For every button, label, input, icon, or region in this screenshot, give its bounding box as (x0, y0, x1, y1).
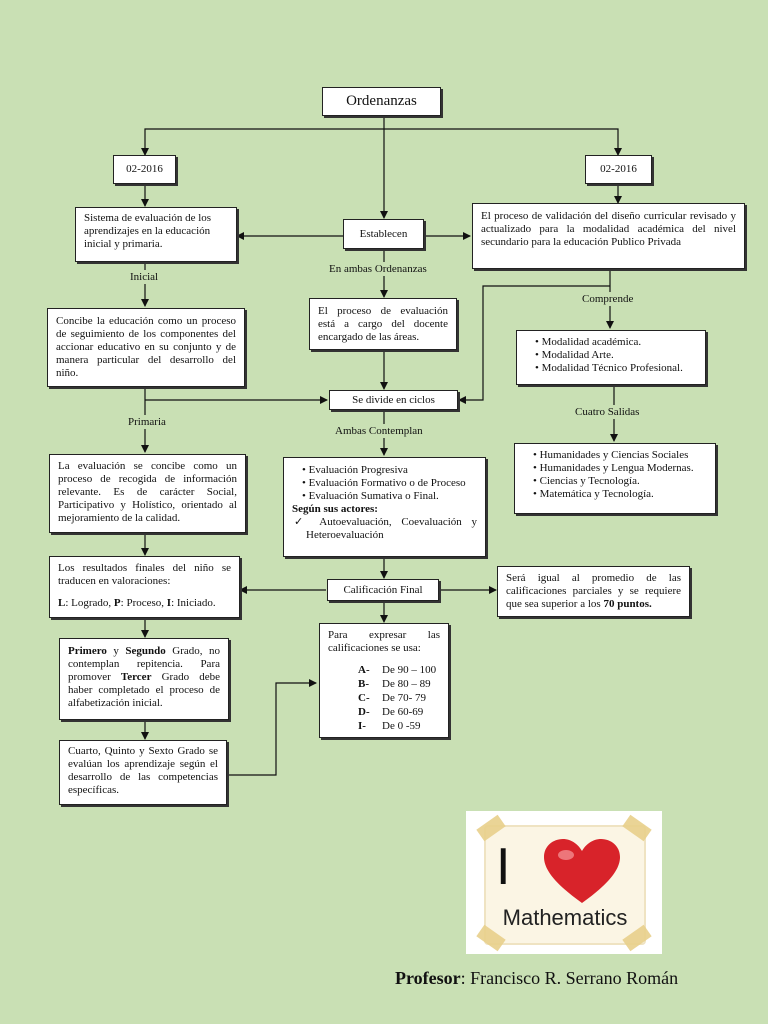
left-system-box: Sistema de evaluación de los aprendizaje… (75, 207, 237, 262)
primero-text-2: Grado, no contemplan repitencia. Para pr… (68, 645, 220, 683)
evaluacion-item: Evaluación Progresiva (302, 464, 477, 477)
expresar-text: Para expresar las calificaciones se usa: (328, 629, 440, 654)
inicial-box: Concibe la educación como un proceso de … (47, 308, 245, 387)
label-primaria: Primaria (126, 416, 168, 428)
right-process-box: El proceso de validación del diseño curr… (472, 203, 745, 269)
grade-range: De 70- 79 (382, 692, 426, 704)
salidas-box: Humanidades y Ciencias Sociales Humanida… (514, 443, 716, 514)
modalidad-item: Modalidad académica. (535, 336, 697, 349)
resultados-box: Los resultados finales del niño se tradu… (49, 556, 240, 618)
i-love-mathematics-logo: I Mathematics (466, 811, 662, 954)
evaluaciones-list: Evaluación Progresiva Evaluación Formati… (292, 464, 477, 503)
ciclos-box: Se divide en ciclos (329, 390, 458, 410)
scale-l: L (58, 597, 66, 609)
grade-letter: D- (358, 706, 370, 718)
logo-word: Mathematics (502, 905, 628, 930)
heart-icon (544, 839, 620, 903)
grade-letter: A- (358, 664, 370, 676)
grades-list: A- De 90 – 100 B- De 80 – 89 C- De 70- 79 D… (358, 663, 440, 733)
ordenanzas-title: Ordenanzas (346, 93, 417, 109)
promedio-bold: 70 puntos. (603, 598, 652, 610)
grade-letter: C- (358, 692, 370, 704)
right-code-box: 02-2016 (585, 155, 652, 184)
modalidad-item: Modalidad Arte. (535, 349, 697, 362)
calificacion-box: Calificación Final (327, 579, 439, 601)
grade-range: De 60-69 (382, 706, 424, 718)
professor-credit: Profesor: Francisco R. Serrano Román (395, 968, 678, 989)
resultados-scale: L: Logrado, P: Proceso, I: Iniciado. (58, 597, 231, 610)
cuarto-text: Cuarto, Quinto y Sexto Grado se evalúan … (68, 745, 218, 796)
expresar-box: Para expresar las calificaciones se usa:… (319, 623, 449, 738)
salidas-list: Humanidades y Ciencias Sociales Humanida… (523, 449, 707, 501)
primero-box: Primero y Segundo Grado, no contemplan r… (59, 638, 229, 720)
right-process-text: El proceso de validación del diseño curr… (481, 210, 736, 248)
salida-item: Humanidades y Ciencias Sociales (533, 449, 707, 462)
establecen-box: Establecen (343, 219, 424, 249)
evaluacion-item: Evaluación Formativo o de Proceso (302, 477, 477, 490)
salida-item: Humanidades y Lengua Modernas. (533, 462, 707, 475)
scale-p-text: : Proceso, (120, 597, 167, 609)
label-cuatro-salidas: Cuatro Salidas (573, 406, 642, 418)
modalidades-list: Modalidad académica. Modalidad Arte. Mod… (525, 336, 697, 375)
grade-letter: B- (358, 678, 369, 690)
scale-l-text: : Logrado, (65, 597, 114, 609)
evaluaciones-box: Evaluación Progresiva Evaluación Formati… (283, 457, 486, 557)
salida-item: Ciencias y Tecnología. (533, 475, 707, 488)
professor-label: Profesor (395, 968, 461, 988)
left-code-box: 02-2016 (113, 155, 176, 184)
grade-row: B- De 80 – 89 (358, 677, 440, 691)
promedio-box: Será igual al promedio de las calificaci… (497, 566, 690, 617)
scale-i: I (166, 597, 172, 609)
modalidad-item: Modalidad Técnico Profesional. (535, 362, 697, 375)
left-system-text: Sistema de evaluación de los aprendizaje… (84, 212, 212, 250)
scale-p: P (113, 597, 121, 609)
ciclos-text: Se divide en ciclos (352, 394, 435, 406)
modalidades-box: Modalidad académica. Modalidad Arte. Mod… (516, 330, 706, 385)
label-comprende: Comprende (580, 293, 636, 305)
grade-row: I- De 0 -59 (358, 719, 440, 733)
tercer-bold: Tercer (120, 671, 152, 683)
calificacion-text: Calificación Final (343, 584, 423, 596)
scale-i-text: : Iniciado. (171, 597, 216, 609)
actores-title: Según sus actores: (292, 503, 378, 515)
grade-range: De 80 – 89 (382, 678, 431, 690)
segundo-bold: Segundo (125, 645, 166, 657)
professor-name: : Francisco R. Serrano Román (460, 968, 679, 988)
primaria-box: La evaluación se concibe como un proceso… (49, 454, 246, 533)
left-code: 02-2016 (126, 163, 163, 175)
ordenanzas-box: Ordenanzas (322, 87, 441, 116)
inicial-text: Concibe la educación como un proceso de … (56, 315, 236, 379)
grade-range: De 90 – 100 (382, 664, 437, 676)
actores-item: Autoevaluación, Coevaluación y Heteroeva… (306, 516, 477, 542)
evaluacion-item: Evaluación Sumativa o Final. (302, 490, 477, 503)
promedio-text: Será igual al promedio de las calificaci… (506, 572, 681, 610)
docente-text: El proceso de evaluación está a cargo de… (318, 305, 448, 343)
grade-row: A- De 90 – 100 (358, 663, 440, 677)
actores-list: Autoevaluación, Coevaluación y Heteroeva… (292, 516, 477, 542)
grade-range: De 0 -59 (382, 720, 421, 732)
primero-bold: Primero (68, 645, 107, 657)
salida-item: Matemática y Tecnología. (533, 488, 707, 501)
grade-row: C- De 70- 79 (358, 691, 440, 705)
logo-i: I (496, 838, 511, 896)
grade-row: D- De 60-69 (358, 705, 440, 719)
primero-text-1: y (106, 645, 126, 657)
label-inicial: Inicial (128, 271, 161, 283)
resultados-text: Los resultados finales del niño se tradu… (58, 562, 231, 587)
label-ambas-ordenanzas: En ambas Ordenanzas (327, 263, 429, 275)
primero-text-3: Grado debe haber completado el proceso d… (68, 671, 220, 709)
docente-box: El proceso de evaluación está a cargo de… (309, 298, 457, 350)
establecen-text: Establecen (359, 228, 408, 240)
label-ambas-contemplan: Ambas Contemplan (333, 425, 425, 437)
cuarto-box: Cuarto, Quinto y Sexto Grado se evalúan … (59, 740, 227, 805)
right-code: 02-2016 (600, 163, 637, 175)
grade-letter: I- (358, 720, 366, 732)
primaria-text: La evaluación se concibe como un proceso… (58, 460, 237, 524)
